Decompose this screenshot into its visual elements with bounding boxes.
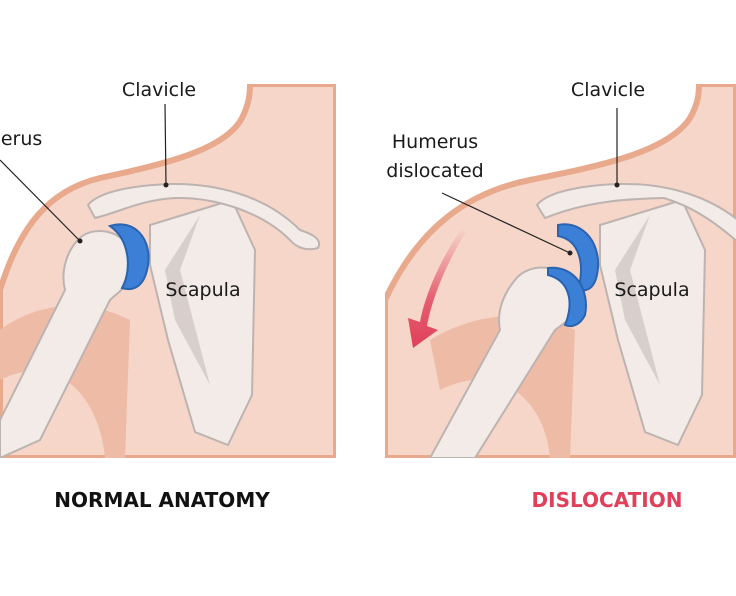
humerus-leader-line [441,192,571,254]
clavicle-leader-dot [614,182,620,188]
normal-anatomy-panel [0,84,336,458]
humerus-leader-dot [77,238,83,244]
clavicle-label: Clavicle [122,79,196,101]
humerus-dislocated-label-line1: Humerus [392,131,478,153]
cartilage [107,223,150,290]
curved-down-arrow-icon [408,228,466,348]
glenoid-cartilage [557,223,600,292]
clavicle-leader-dot [163,182,169,188]
clavicle-label: Clavicle [571,79,645,101]
humerus-label: Humerus [0,128,42,150]
humerus-leader-dot [567,250,573,256]
scapula-shadow [165,215,210,385]
dislocation-panel [385,84,736,458]
clavicle [86,182,320,251]
humerus-dislocated-label-line2: dislocated [386,160,483,182]
scapula-shadow [615,215,660,385]
clavicle-leader-line [164,103,167,186]
normal-anatomy-caption: NORMAL ANATOMY [54,488,270,512]
scapula-label: Scapula [165,279,240,301]
scapula-label: Scapula [614,279,689,301]
humerus-leader-line [0,159,81,242]
dislocation-caption: DISLOCATION [532,488,683,512]
arm-fold [0,306,130,458]
clavicle [535,182,736,242]
humeral-cartilage [547,266,587,328]
